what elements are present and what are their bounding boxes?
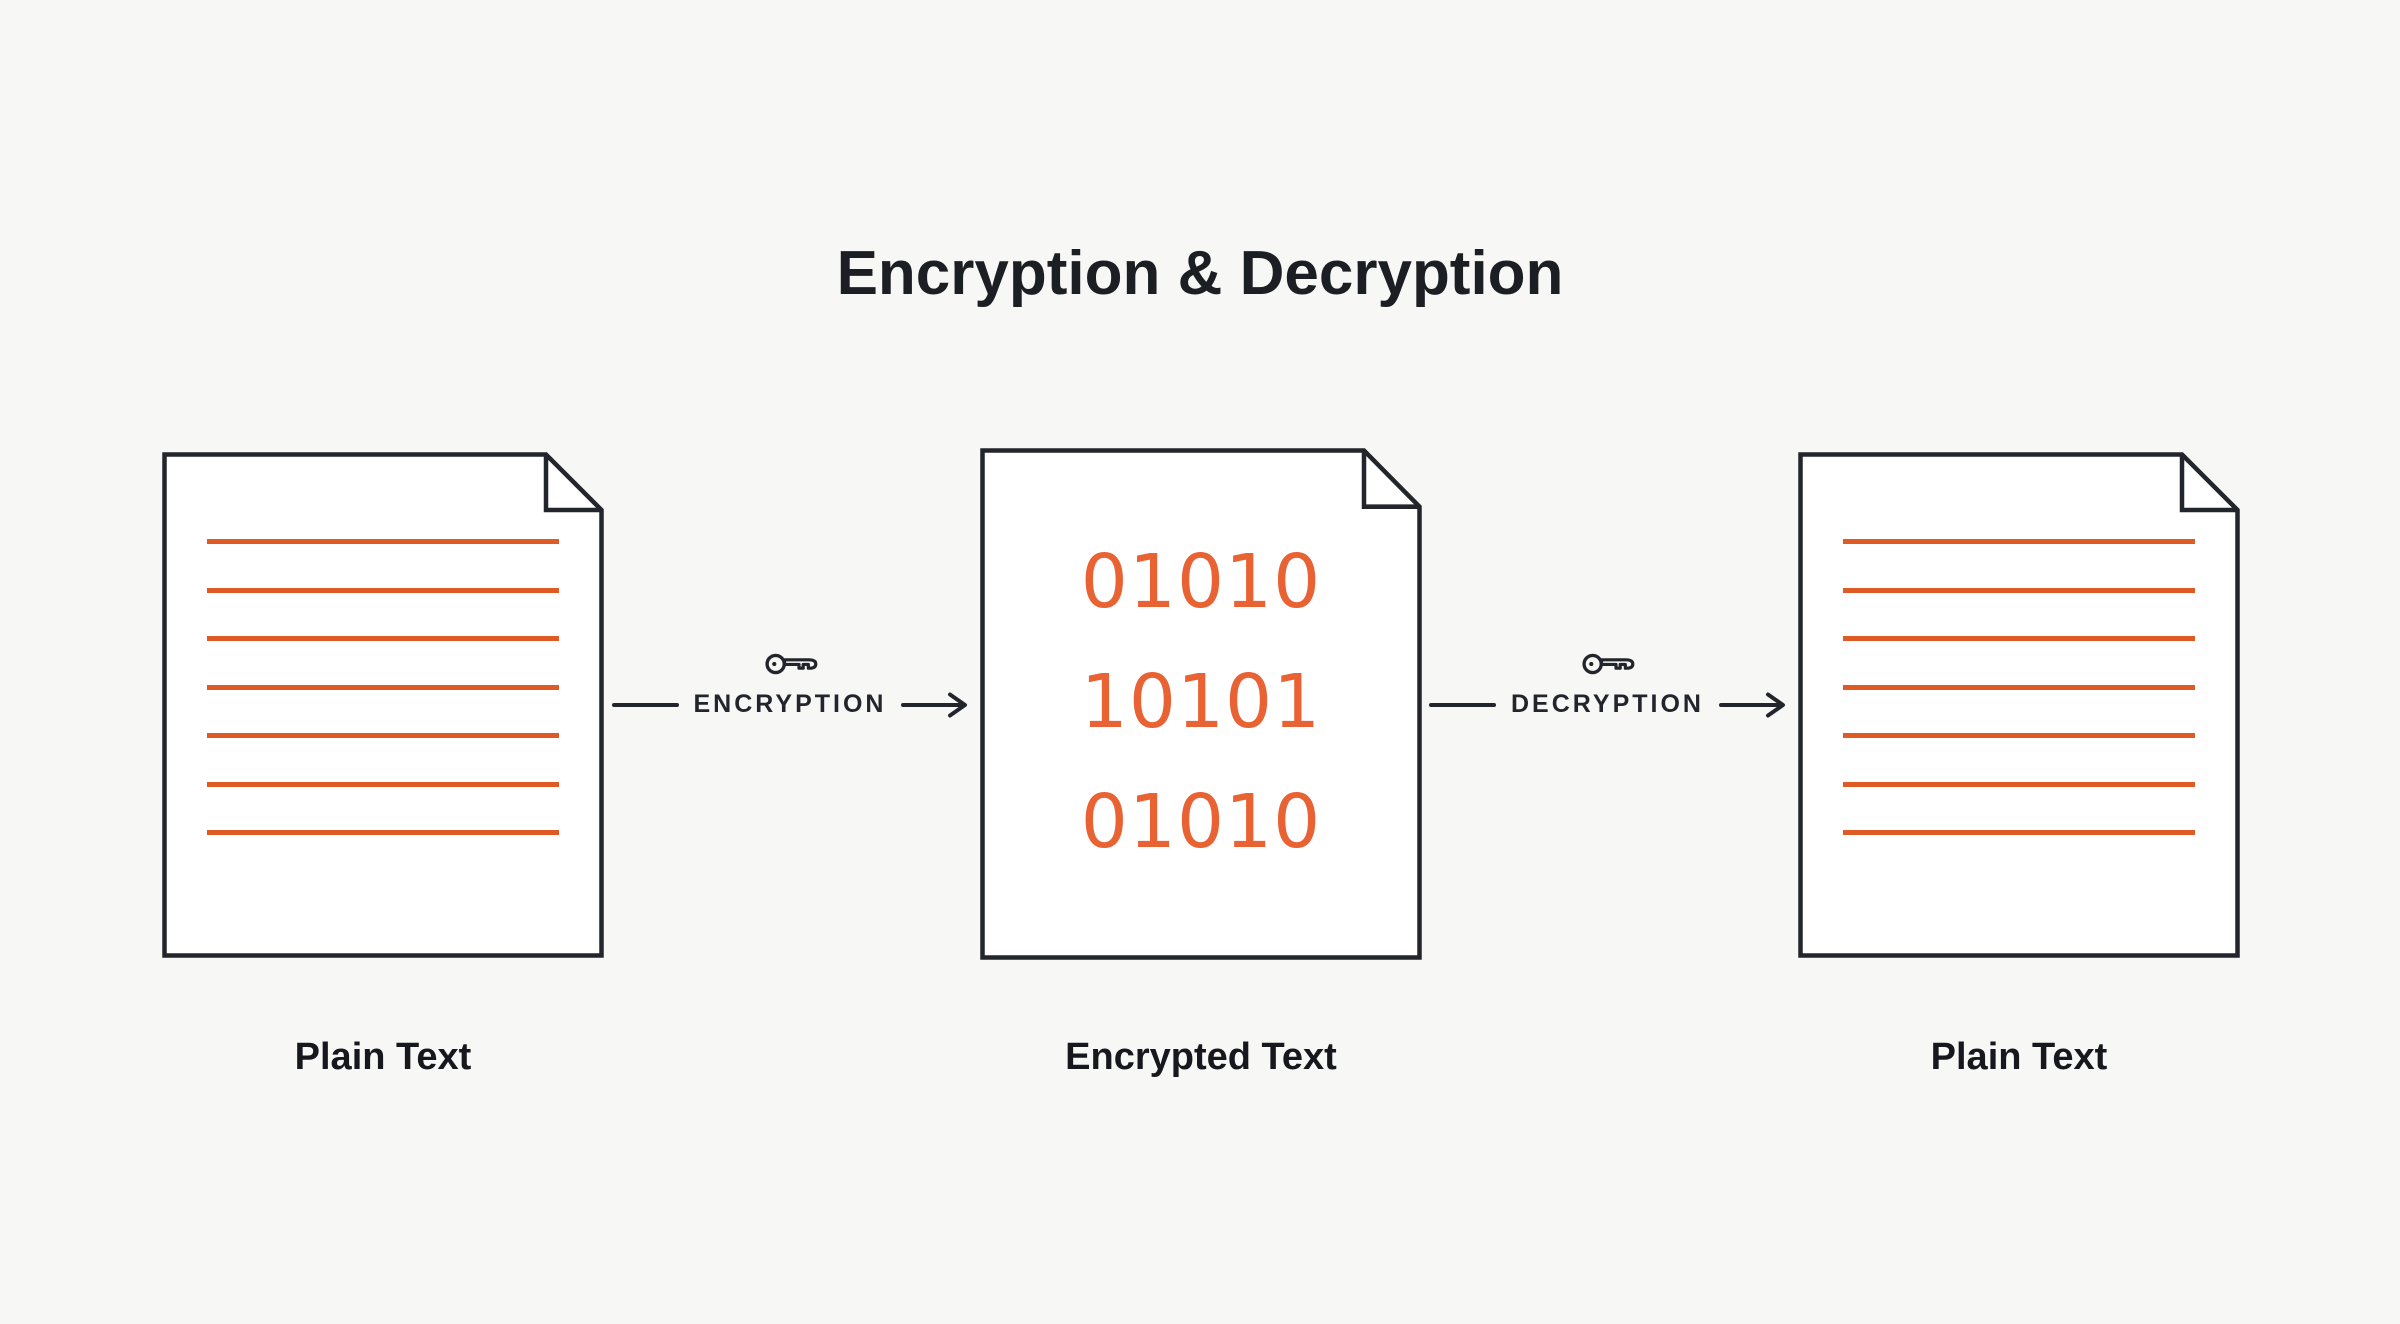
diagram-title: Encryption & Decryption bbox=[836, 239, 1564, 308]
document-text-lines bbox=[207, 539, 559, 835]
text-line bbox=[207, 733, 559, 738]
document-caption: Plain Text bbox=[1930, 1036, 2108, 1078]
text-line bbox=[207, 587, 559, 593]
text-line bbox=[207, 781, 559, 787]
document-caption: Plain Text bbox=[294, 1036, 472, 1078]
key-icon bbox=[764, 653, 817, 675]
folded-corner-icon bbox=[543, 454, 602, 513]
text-line bbox=[1843, 733, 2195, 738]
text-line bbox=[1843, 684, 2195, 690]
connector-line bbox=[611, 702, 679, 707]
folded-corner-icon bbox=[1361, 450, 1420, 509]
text-line bbox=[1843, 830, 2195, 835]
decryption-label: DECRYPTION bbox=[1511, 690, 1704, 718]
connector-line bbox=[1429, 702, 1496, 707]
arrow-right-icon bbox=[901, 692, 968, 717]
text-line bbox=[207, 636, 559, 641]
encrypted-text-document: 01010 10101 01010 bbox=[980, 448, 1422, 960]
plain-text-document-left bbox=[162, 452, 604, 958]
document-caption: Encrypted Text bbox=[1065, 1036, 1337, 1078]
plain-text-document-right bbox=[1798, 452, 2240, 958]
folded-corner-icon bbox=[2179, 454, 2238, 513]
text-line bbox=[207, 539, 559, 544]
text-line bbox=[1843, 636, 2195, 641]
text-line bbox=[1843, 781, 2195, 787]
text-line bbox=[1843, 539, 2195, 544]
binary-line: 10101 bbox=[1080, 659, 1322, 745]
decryption-flow: DECRYPTION bbox=[1420, 645, 1798, 765]
document-icon bbox=[980, 448, 1422, 960]
text-line bbox=[207, 830, 559, 835]
document-text-lines bbox=[1843, 539, 2195, 835]
encryption-label: ENCRYPTION bbox=[693, 690, 887, 718]
binary-line: 01010 bbox=[1080, 779, 1322, 865]
key-icon bbox=[1582, 653, 1635, 675]
arrow-right-icon bbox=[1718, 692, 1785, 717]
binary-line: 01010 bbox=[1080, 539, 1322, 625]
encryption-flow: ENCRYPTION bbox=[603, 645, 980, 765]
text-line bbox=[1843, 587, 2195, 593]
text-line bbox=[207, 684, 559, 690]
binary-text: 01010 10101 01010 bbox=[980, 545, 1422, 859]
